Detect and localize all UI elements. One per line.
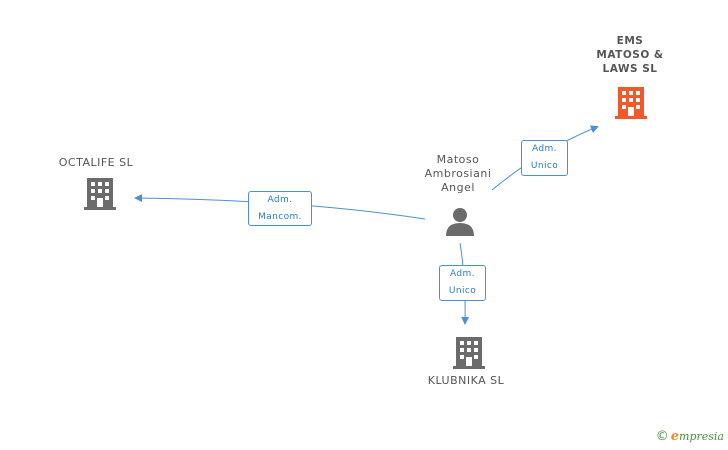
building-icon-octalife[interactable]	[84, 176, 116, 210]
edge-label-octalife-line-2: Mancom.	[258, 212, 302, 222]
brand-name-rest: mpresia	[679, 430, 724, 443]
person-name-line-3: Angel	[441, 181, 475, 194]
ems-name-line-2: MATOSO &	[596, 49, 664, 61]
edge-label-klubnika-line-2: Unico	[448, 286, 477, 296]
person-name-line-2: Ambrosiani	[424, 167, 492, 180]
copyright-symbol: ©	[655, 429, 669, 444]
person-name[interactable]: Matoso Ambrosiani Angel	[400, 153, 516, 195]
edge-label-ems-line-1: Adm.	[532, 144, 557, 154]
person-icon[interactable]	[445, 206, 475, 236]
klubnika-company-name[interactable]: KLUBNIKA SL	[427, 374, 505, 387]
edge-label-klubnika-line-1: Adm.	[450, 269, 475, 279]
empresia-logo[interactable]: ©empresia	[656, 429, 724, 444]
edge-label-ems-line-2: Unico	[530, 161, 559, 171]
edge-label-octalife[interactable]: Adm. Mancom.	[248, 191, 312, 226]
edge-label-klubnika[interactable]: Adm. Unico	[439, 265, 486, 301]
building-icon-klubnika[interactable]	[453, 335, 485, 369]
edge-label-ems[interactable]: Adm. Unico	[521, 140, 568, 176]
ems-company-name[interactable]: EMS MATOSO & LAWS SL	[580, 34, 680, 76]
ems-name-line-3: LAWS SL	[602, 63, 658, 75]
edge-label-octalife-line-1: Adm.	[267, 195, 293, 205]
person-name-line-1: Matoso	[436, 153, 480, 166]
octalife-company-name[interactable]: OCTALIFE SL	[58, 156, 134, 169]
brand-initial: e	[670, 429, 680, 444]
building-icon-ems[interactable]	[615, 85, 647, 119]
ems-name-line-1: EMS	[616, 35, 644, 47]
